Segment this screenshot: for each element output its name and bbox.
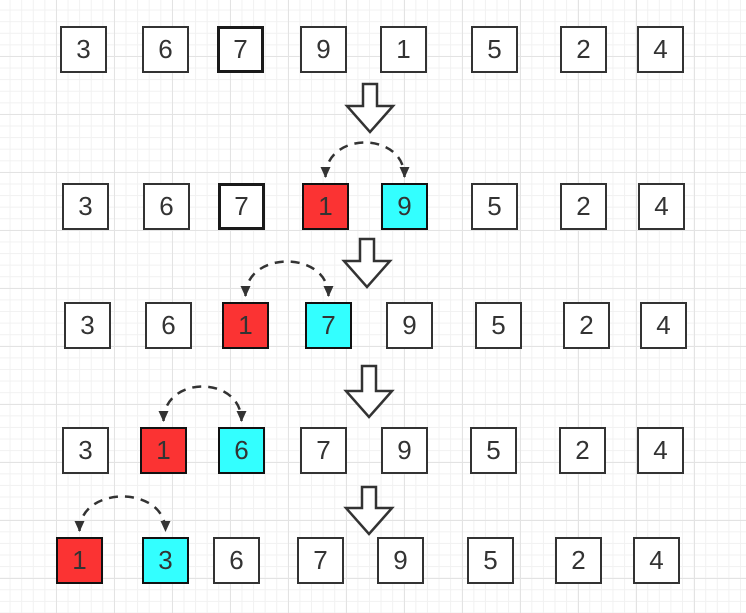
array-cell: 3 <box>60 26 107 73</box>
array-cell: 3 <box>64 302 111 349</box>
array-cell: 6 <box>143 183 190 230</box>
array-cell: 3 <box>62 183 109 230</box>
array-cell: 5 <box>471 183 518 230</box>
array-cell: 6 <box>213 537 260 584</box>
array-cell: 4 <box>633 537 680 584</box>
array-cell: 5 <box>467 537 514 584</box>
array-cell: 5 <box>470 427 517 474</box>
array-cell: 9 <box>386 302 433 349</box>
array-cell: 6 <box>142 26 189 73</box>
array-cell: 7 <box>297 537 344 584</box>
array-cell: 7 <box>218 183 265 230</box>
swap-arc-icon <box>240 260 334 297</box>
array-cell: 9 <box>300 26 347 73</box>
swap-arc-icon <box>158 385 247 422</box>
array-cell: 9 <box>377 537 424 584</box>
array-cell: 1 <box>140 427 187 474</box>
array-cell: 7 <box>305 302 352 349</box>
array-cell: 2 <box>563 302 610 349</box>
swap-arc-icon <box>320 141 410 178</box>
array-cell: 9 <box>381 183 428 230</box>
step-down-arrow-icon <box>341 237 393 289</box>
step-down-arrow-icon <box>344 82 396 134</box>
array-cell: 2 <box>560 183 607 230</box>
array-cell: 5 <box>471 26 518 73</box>
array-cell: 9 <box>381 427 428 474</box>
swap-arc-icon <box>74 495 171 532</box>
array-cell: 3 <box>142 537 189 584</box>
array-cell: 2 <box>559 427 606 474</box>
array-cell: 6 <box>145 302 192 349</box>
array-cell: 4 <box>640 302 687 349</box>
array-cell: 1 <box>56 537 103 584</box>
array-cell: 4 <box>637 427 684 474</box>
array-cell: 6 <box>218 427 265 474</box>
array-cell: 4 <box>638 183 685 230</box>
array-cell: 4 <box>637 26 684 73</box>
array-cell: 1 <box>302 183 349 230</box>
array-cell: 2 <box>560 26 607 73</box>
array-cell: 7 <box>300 427 347 474</box>
step-down-arrow-icon <box>343 364 395 419</box>
array-cell: 7 <box>217 26 264 73</box>
array-cell: 1 <box>222 302 269 349</box>
array-cell: 1 <box>380 26 427 73</box>
array-cell: 3 <box>62 427 109 474</box>
array-cell: 2 <box>555 537 602 584</box>
step-down-arrow-icon <box>343 485 395 536</box>
array-cell: 5 <box>475 302 522 349</box>
